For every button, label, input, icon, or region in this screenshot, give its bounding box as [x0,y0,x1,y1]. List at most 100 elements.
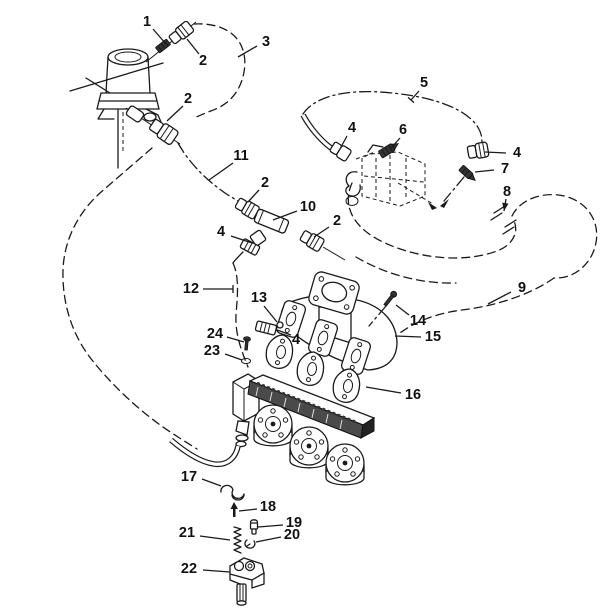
hose-4c-core [301,114,332,150]
callout-leader-21 [199,535,231,541]
hose-9-path [399,277,555,334]
inlet-ring-2 [235,440,247,448]
hose-right-loop [511,193,598,279]
callout-label-2a: 2 [199,53,207,69]
callout-leader-4b [276,329,292,336]
callout-label-2b: 2 [184,91,192,107]
bolt-14 [383,290,398,307]
callout-leader-18 [238,508,258,512]
callout-label-18: 18 [260,499,276,515]
callout-leader-4d [484,151,507,154]
callout-label-19: 19 [286,515,302,531]
silhouette-lower-dash [355,256,457,284]
clamp-17 [220,484,245,501]
callout-label-23: 23 [204,343,220,359]
bar-hatching [255,386,343,430]
callout-leader-24 [226,336,245,343]
engine-block [169,336,376,486]
callout-label-4d: 4 [513,145,521,161]
callout-leader-19 [257,524,284,528]
hose-11-path [177,142,239,202]
callout-leader-15 [394,335,422,338]
fitting-7 [458,165,476,181]
bar-end-cap [360,417,375,439]
callout-tick-5 [407,96,415,104]
hose-end-4a [239,238,261,256]
callout-leader-23 [224,353,243,361]
callout-leader-1 [152,28,167,45]
callout-leader-10 [272,210,298,221]
callout-label-14: 14 [410,313,426,329]
callout-label-10: 10 [300,199,316,215]
callout-label-3: 3 [262,34,270,50]
hose-end-4b [254,320,278,336]
callout-leader-13 [263,305,278,323]
engine-silhouette-dashed [347,182,517,259]
tee-fitting-10 [253,208,290,234]
hose-stub-4a [232,251,244,264]
callout-leader-14 [395,304,410,316]
gasket-2 [296,351,325,386]
axis-2d [322,246,346,261]
cylinder-head-3 [325,443,365,486]
deck-edge-line [69,62,164,92]
callout-label-21: 21 [179,525,195,541]
callout-arrow-8 [502,202,509,211]
callout-leader-2b [166,105,184,122]
hose-end-4c [329,141,352,162]
callout-label-12: 12 [183,281,199,297]
fitting-6 [378,143,399,159]
fitting-1 [155,38,171,54]
callout-leader-5 [410,90,420,101]
canister-top [107,48,149,66]
canister-top-inner [114,51,142,63]
callout-label-5: 5 [420,75,428,91]
connector-2b [148,118,179,145]
hose-routes [62,23,598,450]
callout-leader-6 [390,137,401,149]
callout-leader-4a [230,235,253,244]
arrowhead-7 [440,199,449,208]
inlet-funnel [235,420,250,436]
manifold-port-flange-1 [275,300,307,338]
callout-label-4a: 4 [217,224,225,240]
callout-label-22: 22 [181,561,197,577]
callout-label-8: 8 [503,184,511,200]
callout-leader-17 [201,478,222,487]
callout-leader-9 [487,291,512,305]
callout-label-1: 1 [143,14,151,30]
manifold-port-flange-2 [307,319,339,357]
callout-leader-20 [255,536,282,543]
callout-leader-2d [313,226,330,238]
cylinder-head-1 [253,404,293,447]
connector-4d [466,141,490,159]
valve-22 [229,557,265,606]
hose-5-path [302,90,483,148]
callout-label-4c: 4 [348,120,356,136]
canister-sides [105,56,151,94]
callout-leader-7 [474,169,495,173]
callout-leader-22 [202,569,231,573]
callout-label-17: 17 [181,469,197,485]
housing-outline [361,151,426,207]
hose-left-loop-path [62,147,198,450]
callout-label-2c: 2 [261,175,269,191]
pin-18 [230,502,238,517]
fitting-13 [276,321,284,329]
fitting-19 [249,519,259,535]
callout-label-24: 24 [207,326,223,342]
callout-label-16: 16 [405,387,421,403]
callout-label-4b: 4 [292,332,300,348]
housing-detail [363,155,425,203]
callout-leader-2c [247,189,260,203]
callout-label-20: 20 [284,527,300,543]
arrowhead-inner [428,202,437,210]
hose-7-path [443,176,465,202]
bolt-14-axis [368,305,387,327]
callout-leader-4c [340,135,348,148]
hose-3-path [193,23,246,119]
connector-2c [234,197,260,220]
callout-label-2d: 2 [333,213,341,229]
